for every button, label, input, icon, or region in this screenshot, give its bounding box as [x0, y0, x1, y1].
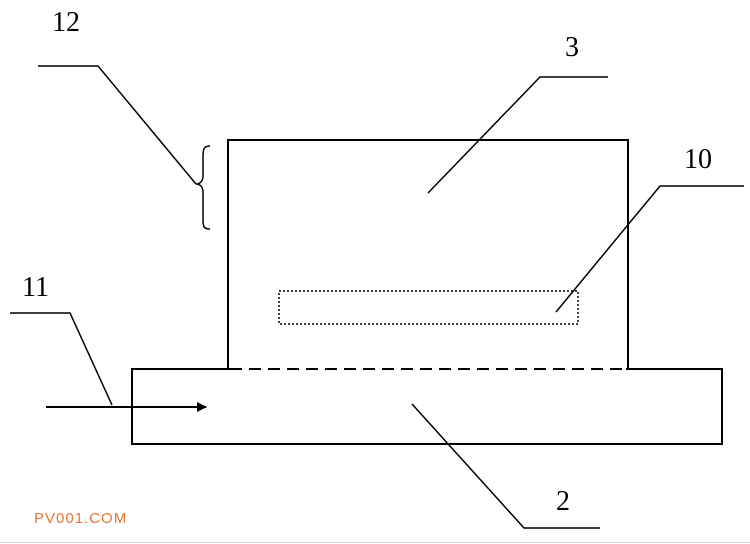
leader-line-10 [555, 185, 744, 313]
bottom-rule [0, 542, 750, 543]
leader-line-3 [427, 76, 608, 194]
leader-line-12 [38, 65, 197, 185]
label-3: 3 [565, 32, 579, 63]
label-2: 2 [556, 486, 570, 517]
label-11: 11 [22, 272, 49, 303]
upper-chamber [227, 139, 629, 368]
leader-line-11 [10, 312, 113, 406]
brace [195, 145, 211, 230]
base-chamber [131, 368, 723, 445]
label-10: 10 [684, 144, 712, 175]
label-12: 12 [52, 7, 80, 38]
leader-line-2 [411, 403, 600, 529]
dotted-element [278, 290, 579, 325]
watermark: PV001.COM [34, 510, 127, 527]
